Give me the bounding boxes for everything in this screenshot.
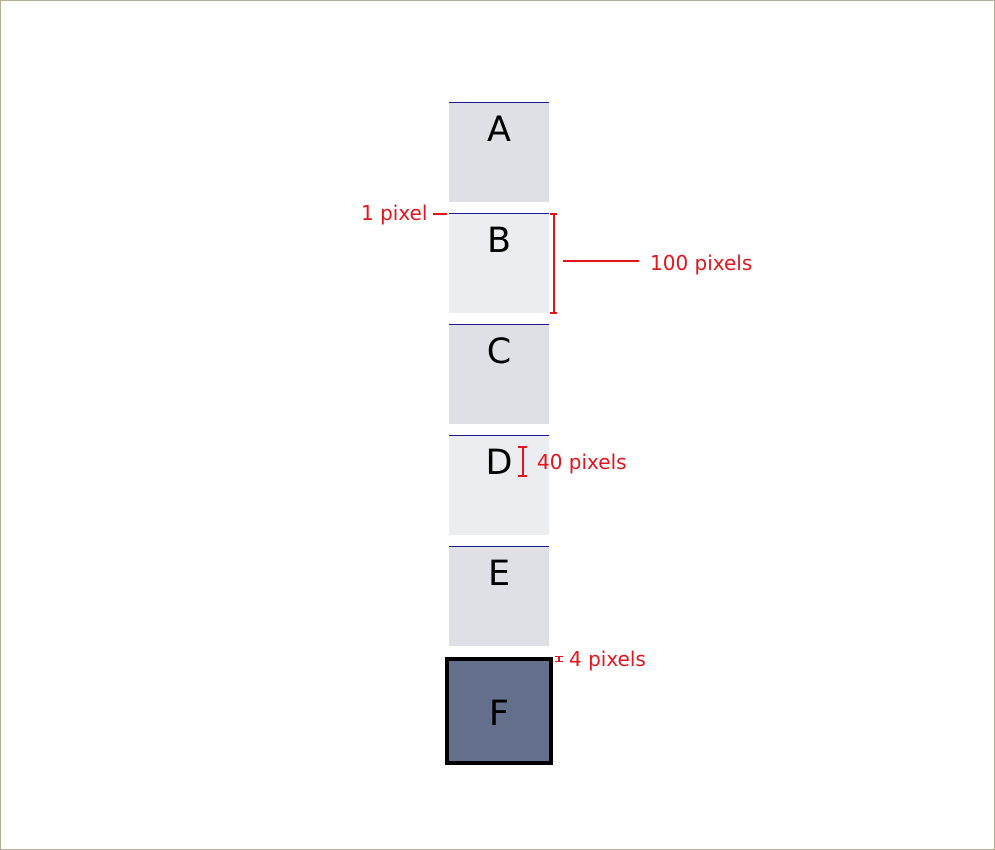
list-item-b: B xyxy=(449,213,549,313)
list-item-c: C xyxy=(449,324,549,424)
item-height-leader xyxy=(563,260,639,262)
gap-annotation-leader xyxy=(433,213,447,215)
selection-border-annotation-label: 4 pixels xyxy=(569,647,646,671)
item-height-annotation-label: 100 pixels xyxy=(650,251,753,275)
font-height-annotation-label: 40 pixels xyxy=(537,450,627,474)
gap-annotation-label: 1 pixel xyxy=(361,201,428,225)
list-item-a: A xyxy=(449,102,549,202)
selection-border-marker xyxy=(555,656,563,662)
list-item-e: E xyxy=(449,546,549,646)
font-height-bracket xyxy=(518,446,527,477)
item-height-bracket xyxy=(550,213,557,314)
list-item-f-selected: F xyxy=(445,657,553,765)
list-item-d: D xyxy=(449,435,549,535)
